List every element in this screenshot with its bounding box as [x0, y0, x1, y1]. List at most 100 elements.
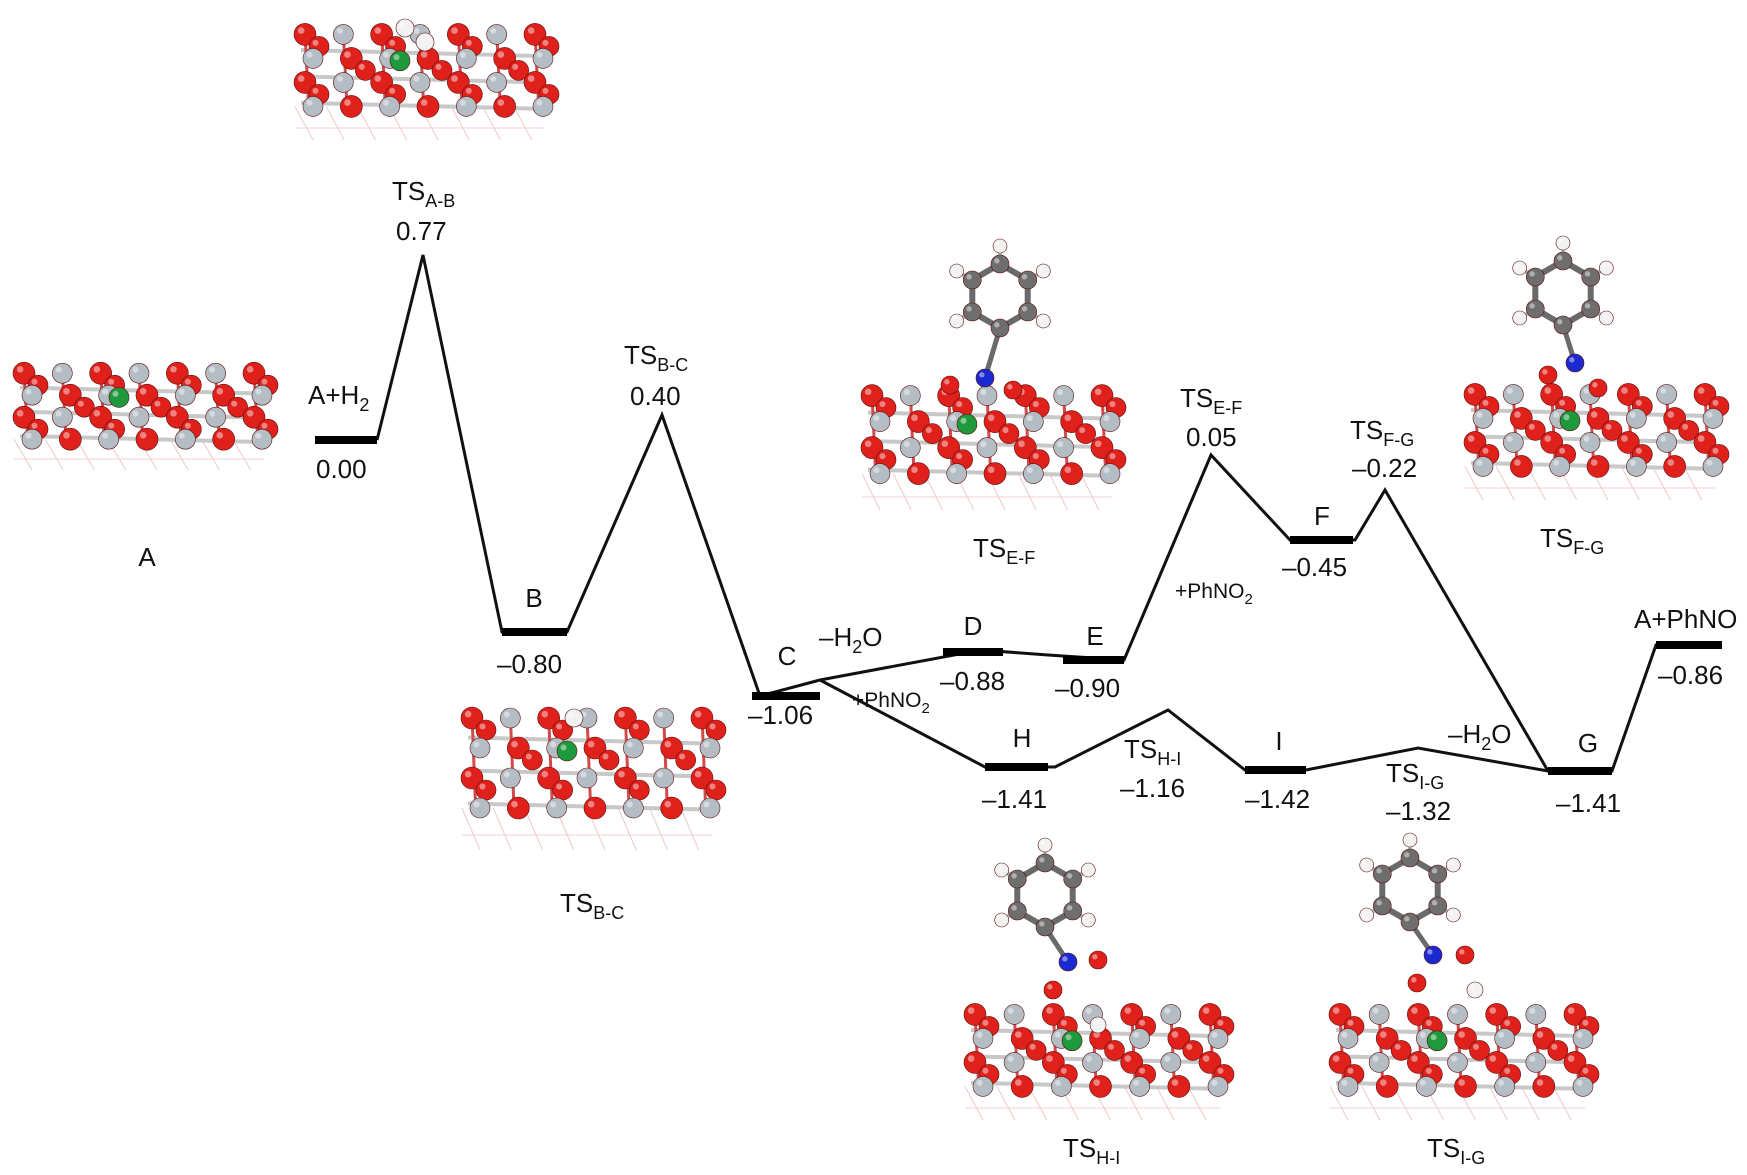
oxygen-atom — [135, 383, 159, 407]
surface-atom-highlight — [503, 771, 510, 778]
oxygen-atom — [242, 405, 266, 429]
surface-atom-highlight — [1476, 459, 1483, 466]
oxygen-atom-highlight — [911, 466, 918, 474]
surface-atom — [1503, 432, 1524, 453]
surface-atom — [1494, 1076, 1515, 1097]
oxygen-atom-highlight — [987, 466, 995, 474]
metal-atom-highlight — [112, 390, 119, 397]
oxygen-atom-highlight — [864, 440, 872, 448]
oxygen-atom — [1563, 1051, 1587, 1074]
surface-atom — [1416, 1076, 1437, 1097]
metal-atom — [1061, 1030, 1083, 1052]
oxygen-atom-highlight — [709, 723, 716, 730]
surface-atom — [1023, 411, 1044, 432]
hydrogen-atom-highlight — [995, 241, 1000, 246]
oxygen-atom — [59, 383, 82, 407]
hydrogen-atom-highlight — [1038, 316, 1043, 321]
lattice-line — [450, 106, 470, 141]
oxygen-atom — [1693, 383, 1717, 406]
metal-atom-highlight — [960, 417, 967, 424]
surface-atom — [1099, 411, 1121, 432]
surface-atom — [576, 767, 598, 789]
oxygen-atom-highlight — [77, 400, 84, 407]
hydrogen-atom-highlight — [1040, 840, 1045, 845]
oxygen-atom — [675, 749, 696, 771]
carbon-atom — [1553, 315, 1573, 335]
surface-atom — [1525, 1004, 1547, 1025]
hydrogen-atom — [1446, 907, 1461, 923]
oxygen-atom-highlight — [1202, 1007, 1210, 1014]
oxygen-atom-highlight — [389, 39, 396, 46]
annotation-plus-phno2-upper: +PhNO2 — [1175, 580, 1253, 608]
oxygen-atom-highlight — [139, 388, 147, 395]
oxygen-atom-highlight — [956, 453, 963, 460]
surface-atom — [976, 385, 998, 406]
structure-images — [12, 18, 1730, 1121]
surface-atom-highlight — [536, 51, 543, 58]
surface-atom-highlight — [1057, 389, 1064, 396]
adsorbate-TS-E-F — [940, 238, 1051, 400]
surface-atom-highlight — [1026, 467, 1033, 474]
oxygen-atom — [1485, 1051, 1508, 1074]
oxygen-atom-highlight — [1458, 1079, 1465, 1086]
lattice-line — [1488, 1086, 1508, 1121]
surface-atom — [1447, 1052, 1468, 1073]
oxygen-atom-highlight — [542, 39, 549, 46]
lattice-line — [294, 106, 314, 141]
oxygen-atom-highlight — [1046, 1055, 1053, 1062]
surface-atom — [1082, 1052, 1103, 1073]
oxygen-atom-highlight — [1605, 423, 1612, 430]
hydrogen-atom-highlight — [1362, 860, 1367, 865]
oxygen-atom-highlight — [1489, 1055, 1497, 1062]
surface-atom — [1626, 408, 1647, 429]
oxygen-atom — [166, 405, 189, 429]
oxygen-atom-highlight — [420, 51, 428, 58]
carbon-atom-highlight — [1584, 271, 1591, 277]
carbon-atom — [1400, 848, 1420, 868]
carbon-atom-highlight — [1557, 319, 1563, 325]
label-B: B — [525, 583, 542, 613]
surface-atom-highlight — [102, 388, 109, 395]
surface-atom-highlight — [306, 51, 313, 58]
oxygen-atom-highlight — [358, 63, 365, 70]
oxygen-atom — [340, 47, 363, 70]
oxygen-atom-highlight — [63, 432, 70, 439]
lattice-line — [482, 106, 501, 141]
surface-atom-highlight — [976, 1031, 983, 1038]
oxygen-atom — [150, 396, 172, 418]
caption-TS-E-F: TSE-F — [973, 533, 1035, 568]
nitrogen-atom — [1058, 952, 1078, 972]
oxygen-atom-highlight — [216, 388, 224, 395]
hydrogen-atom-highlight — [1405, 835, 1410, 840]
oxygen-atom — [507, 796, 530, 820]
oxygen-atom — [1532, 1027, 1556, 1050]
oxygen-atom — [1463, 383, 1487, 406]
surface-atom-highlight — [1341, 1031, 1348, 1038]
surface-atom — [946, 463, 967, 484]
oxygen-atom — [242, 361, 266, 385]
surface-atom — [52, 362, 73, 384]
oxygen-atom — [522, 749, 543, 771]
hydrogen-atom — [1599, 260, 1614, 276]
oxygen-atom-highlight — [1467, 387, 1475, 394]
surface-atom — [1572, 1028, 1594, 1049]
oxygen-atom-highlight — [1712, 399, 1719, 406]
oxygen-atom — [227, 396, 248, 418]
oxygen-atom-highlight — [1544, 435, 1552, 442]
oxygen-atom-highlight — [16, 366, 24, 373]
surface-atom — [1129, 1028, 1150, 1049]
oxygen-atom-highlight — [16, 410, 24, 417]
label-D: D — [964, 611, 983, 641]
oxygen-atom-highlight — [184, 422, 191, 429]
oxygen-atom — [447, 23, 470, 46]
oxygen-atom-highlight — [1171, 1079, 1179, 1086]
energy-I: –1.42 — [1245, 784, 1310, 814]
oxygen-atom — [1375, 1027, 1399, 1050]
surface-atom-highlight — [1341, 1079, 1348, 1086]
carbon-atom-highlight — [1376, 868, 1382, 874]
surface-atom-highlight — [1054, 1031, 1061, 1038]
carbon-atom — [1007, 869, 1027, 889]
surface-atom — [1656, 432, 1677, 453]
surface-atom-highlight — [536, 99, 543, 106]
oxygen-atom-highlight — [1411, 1007, 1418, 1014]
